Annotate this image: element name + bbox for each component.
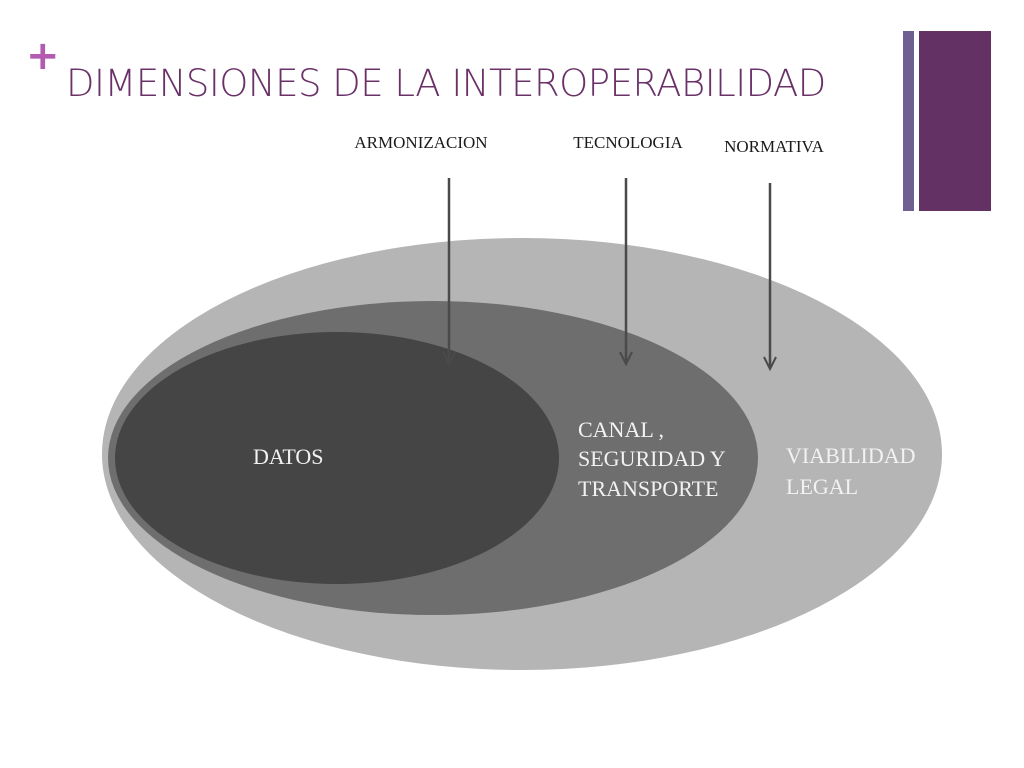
accent-bar-thin <box>903 31 914 211</box>
label-seguridad: SEGURIDAD Y <box>578 446 726 471</box>
label-legal: LEGAL <box>786 474 858 499</box>
label-tecnologia: TECNOLOGIA <box>573 133 683 152</box>
label-canal: CANAL , <box>578 417 664 442</box>
inner-ellipse-data <box>115 332 559 584</box>
accent-bar-thick <box>919 31 991 211</box>
arrowhead-tecnologia <box>619 351 633 367</box>
arrowhead-armonizacion <box>442 351 456 367</box>
label-normativa: NORMATIVA <box>724 137 825 156</box>
label-viabilidad: VIABILIDAD <box>786 443 916 468</box>
slide-title: DIMENSIONES DE LA INTEROPERABILIDAD <box>66 62 826 105</box>
slide-plus-marker: + <box>26 33 60 79</box>
label-datos: DATOS <box>253 444 324 469</box>
arrowhead-normativa <box>763 356 777 372</box>
label-transporte: TRANSPORTE <box>578 476 718 501</box>
label-armonizacion: ARMONIZACION <box>354 133 487 152</box>
